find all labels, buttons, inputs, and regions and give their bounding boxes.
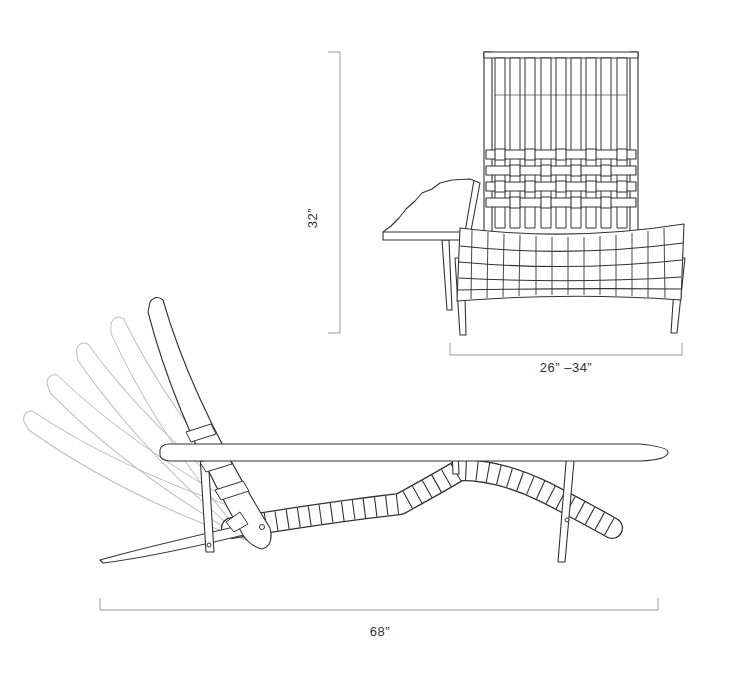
dimension-lines <box>100 52 682 610</box>
side-view <box>19 297 668 611</box>
dimension-label: 32” <box>305 206 321 230</box>
front-view <box>383 52 685 335</box>
dimension-label: 26” –34” <box>538 360 594 376</box>
dimension-label: 68” <box>368 624 392 640</box>
